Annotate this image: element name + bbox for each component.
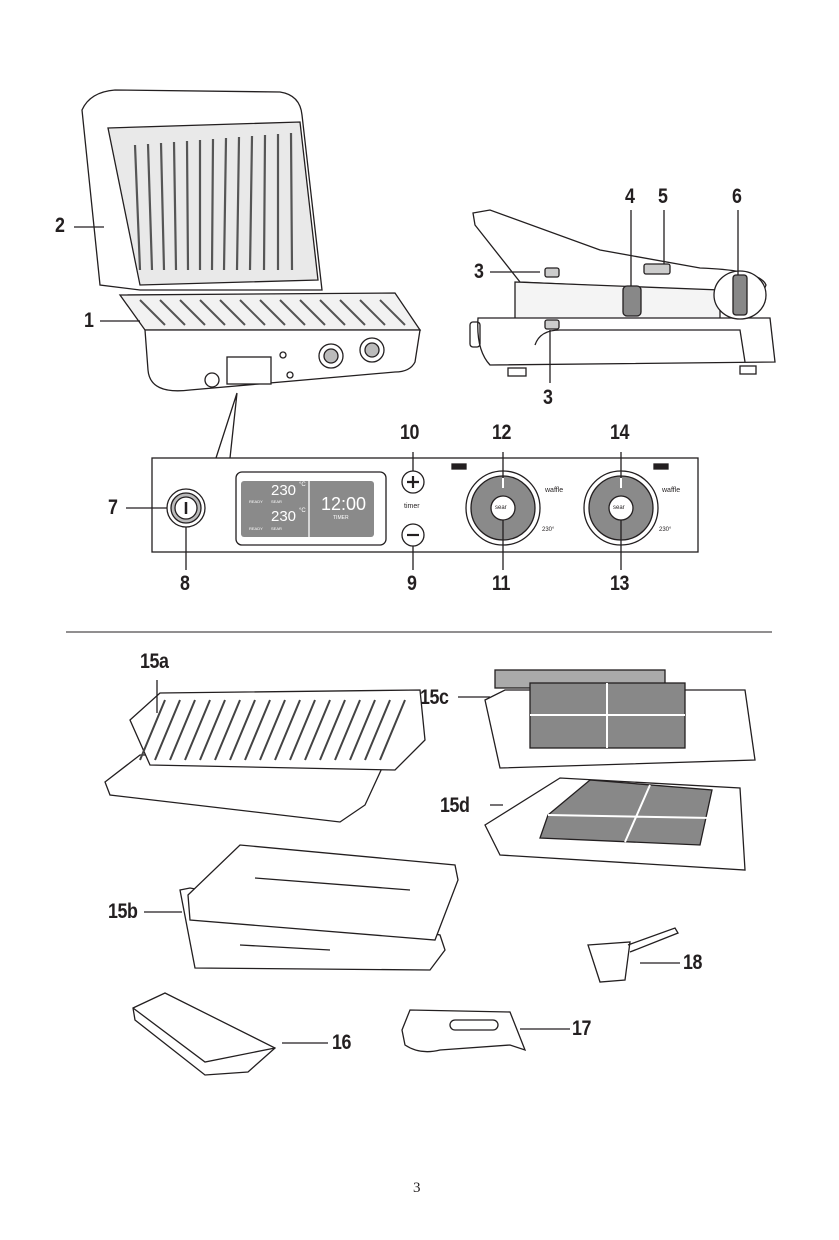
waffle-plate-15d-illustration (484, 777, 746, 871)
dial-right-waffle: waffle (662, 487, 681, 494)
callout-3-bottom: 3 (543, 386, 553, 409)
control-panel-illustration (151, 457, 699, 553)
dial-left-temp: 230° (542, 527, 555, 533)
callout-15b: 15b (108, 900, 138, 923)
callout-14: 14 (610, 421, 630, 444)
callout-3-top: 3 (474, 260, 484, 283)
callout-15d: 15d (440, 794, 470, 817)
dial-right-temp: 230° (659, 527, 672, 533)
callout-13: 13 (610, 572, 630, 595)
timer-value: 12:00 (321, 494, 367, 514)
mode-top: SEAR (271, 499, 282, 504)
callout-17: 17 (572, 1017, 592, 1040)
callout-15a: 15a (140, 650, 169, 673)
lower-plate-ribs (139, 299, 406, 326)
lcd-display: 230 °C READY SEAR 230 °C READY SEAR 12:0… (241, 481, 374, 537)
callout-10: 10 (400, 421, 420, 444)
timer-display-label: TIMER (333, 515, 349, 521)
mode-bottom: SEAR (271, 526, 282, 531)
grill-plates-illustration (104, 689, 426, 823)
measuring-cup-illustration (587, 927, 679, 983)
unit-top: °C (299, 482, 306, 488)
dial-right-center: sear (613, 505, 625, 511)
temp-top: 230 (271, 482, 297, 499)
temp-bottom: 230 (271, 508, 297, 525)
timer-label: timer (404, 503, 420, 510)
status-bottom: READY (249, 526, 263, 531)
grill-side-illustration (469, 209, 776, 377)
callout-1: 1 (84, 309, 94, 332)
callout-6: 6 (732, 185, 742, 208)
callout-18: 18 (683, 951, 703, 974)
dial-left-waffle: waffle (545, 487, 564, 494)
status-top: READY (249, 499, 263, 504)
scraper-illustration (401, 1009, 527, 1053)
callout-16: 16 (332, 1031, 352, 1054)
page-number: 3 (413, 1180, 421, 1196)
unit-bottom: °C (299, 508, 306, 514)
callout-2: 2 (55, 214, 65, 237)
callout-9: 9 (407, 572, 417, 595)
callout-15c: 15c (420, 686, 449, 709)
drip-tray-illustration (132, 992, 277, 1076)
callout-8: 8 (180, 572, 190, 595)
callout-12: 12 (492, 421, 512, 444)
flat-plates-illustration (179, 844, 459, 971)
callout-5: 5 (658, 185, 668, 208)
callout-4: 4 (625, 185, 635, 208)
grill-front-illustration (81, 89, 422, 392)
waffle-plate-15c-illustration (484, 669, 756, 769)
upper-plate-ribs (133, 132, 294, 271)
dial-left-center: sear (495, 505, 507, 511)
callout-7: 7 (108, 496, 118, 519)
callout-11: 11 (492, 572, 511, 595)
